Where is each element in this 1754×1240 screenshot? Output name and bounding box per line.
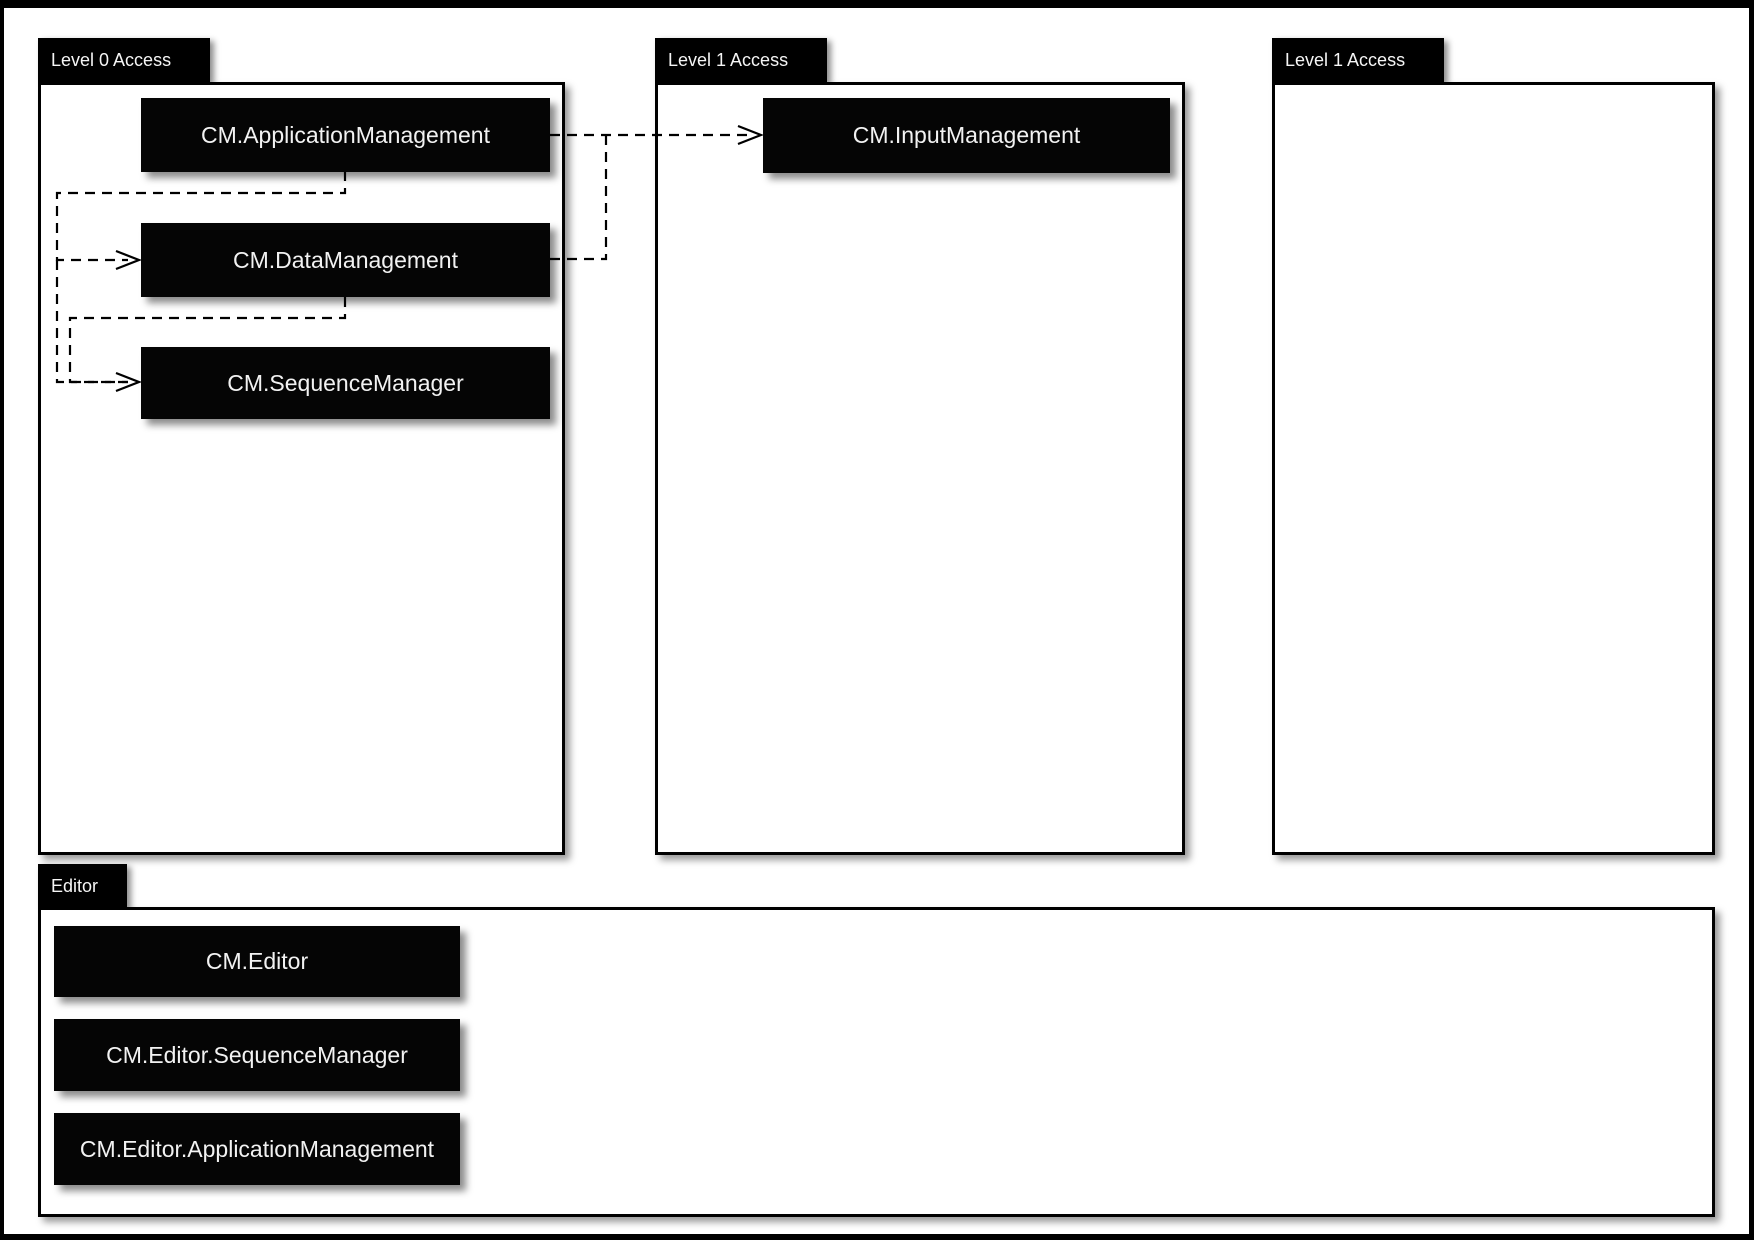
package-tab-editor: Editor	[38, 864, 127, 908]
node-cm-datamanagement: CM.DataManagement	[141, 223, 550, 297]
package-tab-level1-access-middle: Level 1 Access	[655, 38, 827, 82]
node-label: CM.ApplicationManagement	[201, 121, 490, 148]
node-label: CM.DataManagement	[233, 246, 458, 273]
node-cm-inputmanagement: CM.InputManagement	[763, 98, 1170, 173]
node-cm-sequencemanager: CM.SequenceManager	[141, 347, 550, 419]
package-body-level1-access-right	[1272, 82, 1715, 855]
node-cm-applicationmanagement: CM.ApplicationManagement	[141, 98, 550, 172]
node-cm-editor-applicationmanagement: CM.Editor.ApplicationManagement	[54, 1113, 460, 1185]
node-label: CM.SequenceManager	[227, 369, 464, 396]
package-tab-level1-access-right: Level 1 Access	[1272, 38, 1444, 82]
node-label: CM.Editor.ApplicationManagement	[79, 1135, 435, 1162]
node-label: CM.InputManagement	[852, 122, 1081, 148]
package-tab-label: Level 1 Access	[1285, 49, 1406, 70]
node-label: CM.Editor.SequenceManager	[106, 1041, 408, 1068]
node-cm-editor: CM.Editor	[54, 926, 460, 997]
node-cm-editor-sequencemanager: CM.Editor.SequenceManager	[54, 1019, 460, 1091]
package-tab-label: Editor	[51, 875, 99, 896]
package-tab-label: Level 0 Access	[51, 49, 172, 70]
package-body-level1-access-middle	[655, 82, 1185, 855]
package-tab-level0-access: Level 0 Access	[38, 38, 210, 82]
package-body-level0-access	[38, 82, 565, 855]
node-label: CM.Editor	[205, 948, 309, 974]
package-tab-label: Level 1 Access	[668, 49, 789, 70]
